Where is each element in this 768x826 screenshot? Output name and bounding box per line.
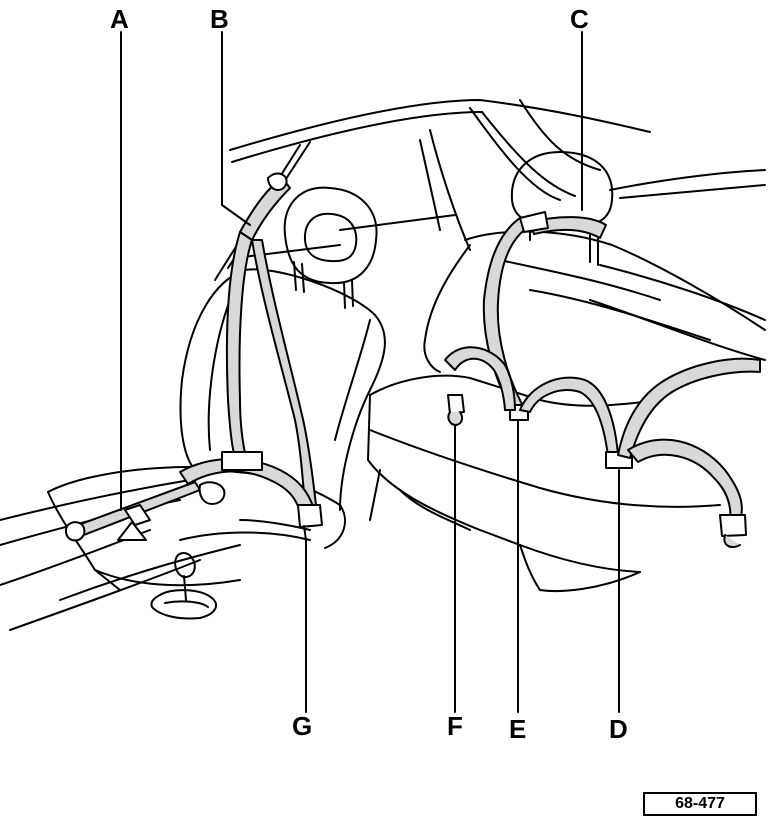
front-belt bbox=[64, 172, 323, 542]
label-d: D bbox=[609, 714, 628, 744]
label-b: B bbox=[210, 4, 229, 34]
leader-lines bbox=[120, 31, 620, 713]
rear-bench bbox=[367, 151, 766, 592]
figure-reference-number: 68-477 bbox=[643, 792, 757, 816]
label-f: F bbox=[447, 711, 463, 741]
label-a: A bbox=[110, 4, 129, 34]
label-c: C bbox=[570, 4, 589, 34]
leader-b-elbow bbox=[221, 204, 251, 226]
rear-belts bbox=[444, 211, 761, 548]
front-seat bbox=[47, 186, 386, 620]
label-g: G bbox=[292, 711, 313, 741]
car-body bbox=[0, 99, 766, 631]
label-e: E bbox=[509, 714, 527, 744]
